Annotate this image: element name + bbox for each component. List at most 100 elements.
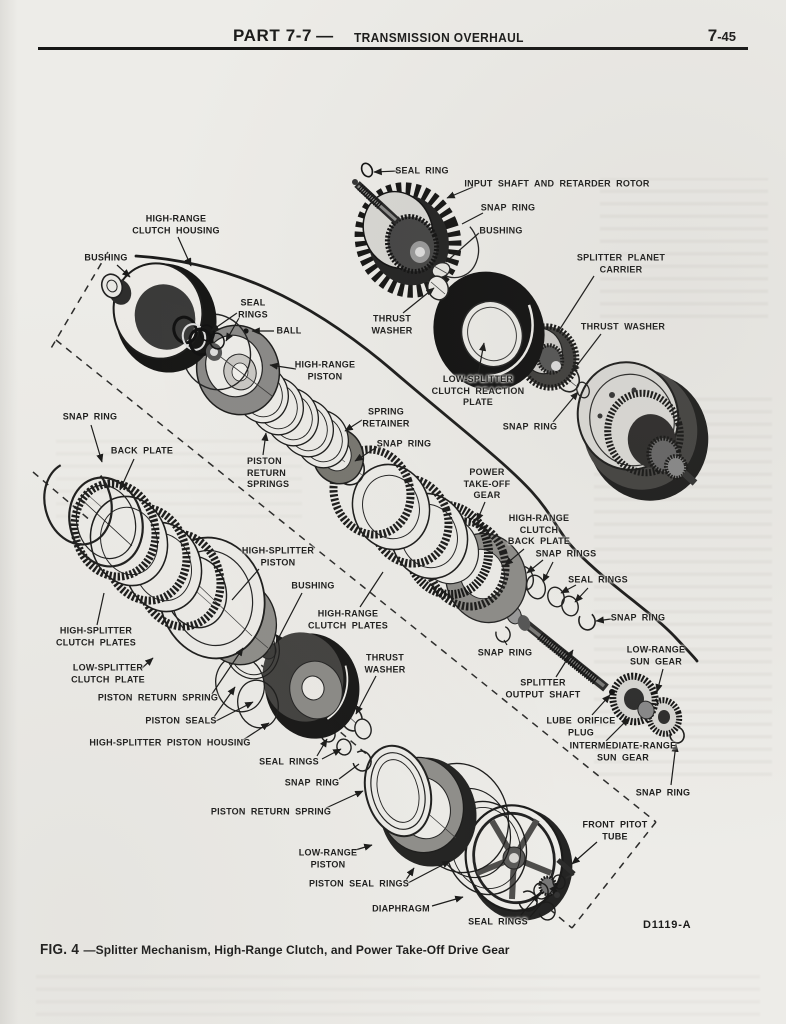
leader-line-seal-rings-4 <box>529 884 558 918</box>
leader-line-intermediate-range-sun-gear <box>605 717 630 742</box>
leader-line-seal-rings-3 <box>316 738 328 757</box>
leader-line-piston-return-springs <box>261 432 269 456</box>
leader-line-snap-rings-1 <box>542 561 554 583</box>
part-label-piston-return-springs: PISTON RETURN SPRINGS <box>247 455 290 489</box>
figure-number: FIG. 4 <box>40 941 80 958</box>
part-label-ball: BALL <box>276 325 302 336</box>
part-label-bushing-1: BUSHING <box>479 225 523 236</box>
part-label-seal-rings-1: SEAL RINGS <box>238 297 268 320</box>
planet-carrier-assembly <box>576 361 709 501</box>
leader-line-lube-orifice-plug <box>591 694 611 716</box>
bushing-left-art <box>100 273 132 305</box>
leader-line-seal-rings-4 <box>520 893 540 916</box>
part-label-low-splitter-clutch-reaction-plate: LOW-SPLITTER CLUTCH REACTION PLATE <box>431 373 525 407</box>
leader-line-splitter-output-shaft <box>555 649 574 678</box>
reaction-plate-drum-art <box>430 266 545 391</box>
part-label-high-range-clutch-housing: HIGH-RANGE CLUTCH HOUSING <box>132 213 220 236</box>
leader-line-high-splitter-clutch-plates <box>96 592 105 626</box>
splitter-output-shaft-art <box>489 590 685 744</box>
part-label-high-range-clutch-plates: HIGH-RANGE CLUTCH PLATES <box>307 608 389 631</box>
part-label-low-range-sun-gear: LOW-RANGE SUN GEAR <box>626 644 686 667</box>
part-label-high-splitter-piston-housing: HIGH-SPLITTER PISTON HOUSING <box>89 737 251 748</box>
part-label-high-range-clutch-back-plate: HIGH-RANGE CLUTCH BACK PLATE <box>507 512 571 546</box>
part-label-seal-ring-top: SEAL RING <box>395 165 449 176</box>
leader-line-piston-seals <box>213 701 254 723</box>
part-label-thrust-washer-1: THRUST WASHER <box>371 313 413 336</box>
part-label-seal-rings-2: SEAL RINGS <box>568 574 628 585</box>
leader-line-low-splitter-clutch-plate <box>140 657 154 670</box>
part-label-snap-ring-5: SNAP RING <box>610 612 666 623</box>
leader-line-high-range-clutch-back-plate <box>504 548 525 566</box>
part-label-thrust-washer-2: THRUST WASHER <box>580 321 666 332</box>
leader-line-snap-ring-6 <box>503 639 508 646</box>
leader-line-piston-return-spring-2 <box>325 790 364 809</box>
part-label-snap-ring-6: SNAP RING <box>477 647 533 658</box>
figure-caption: FIG. 4—Splitter Mechanism, High-Range Cl… <box>40 941 740 959</box>
leader-line-snap-ring-7 <box>670 743 679 786</box>
leader-line-piston-return-spring-1 <box>211 647 244 695</box>
leader-line-front-pitot-tube <box>571 841 598 865</box>
part-label-seal-rings-3: SEAL RINGS <box>259 756 319 767</box>
leader-line-snap-ring-5 <box>595 616 612 624</box>
leader-line-diaphragm <box>431 895 464 907</box>
leader-line-back-plate <box>119 458 135 491</box>
part-label-power-take-off-gear: POWER TAKE-OFF GEAR <box>463 466 511 500</box>
leader-line-snap-ring-4 <box>90 424 104 463</box>
back-plate-art <box>68 476 144 568</box>
leader-line-bushing-2 <box>116 264 131 278</box>
part-number: PART 7-7 — <box>233 26 334 45</box>
part-label-snap-ring-7: SNAP RING <box>635 787 691 798</box>
piston-return-spring-big-art <box>363 744 433 838</box>
part-label-snap-ring-2: SNAP RING <box>502 421 558 432</box>
leader-line-snap-rings-1 <box>526 559 544 574</box>
leader-line-snap-ring-8 <box>338 763 360 780</box>
leader-line-piston-seal-rings <box>405 867 415 881</box>
part-label-bushing-2: BUSHING <box>84 252 128 263</box>
leader-line-snap-ring-3 <box>354 446 378 462</box>
part-label-bushing-3: BUSHING <box>291 580 335 591</box>
part-label-diaphragm: DIAPHRAGM <box>372 903 430 914</box>
upper-small-rings <box>513 565 596 631</box>
clutch-plate-stack <box>329 445 528 624</box>
header-rule <box>38 47 748 50</box>
part-label-high-range-piston: HIGH-RANGE PISTON <box>294 359 356 382</box>
leader-line-snap-ring-1 <box>461 212 484 225</box>
part-label-snap-rings-1: SNAP RINGS <box>535 548 597 559</box>
part-label-seal-rings-4: SEAL RINGS <box>468 916 528 927</box>
part-label-piston-return-spring-1: PISTON RETURN SPRING <box>97 692 219 703</box>
part-label-high-splitter-piston: HIGH-SPLITTER PISTON <box>241 545 315 568</box>
part-label-piston-seals: PISTON SEALS <box>145 715 217 726</box>
leader-line-spring-retainer <box>344 419 363 432</box>
leader-line-low-range-piston <box>351 843 373 852</box>
part-label-spring-retainer: SPRING RETAINER <box>362 406 410 429</box>
part-label-lube-orifice-plug: LUBE ORIFICE PLUG <box>546 715 616 738</box>
leader-line-thrust-washer-2 <box>571 333 602 373</box>
leader-line-high-splitter-piston <box>231 568 260 601</box>
part-label-input-shaft-and-retarder-rotor: INPUT SHAFT AND RETARDER ROTOR <box>464 178 650 189</box>
leader-line-high-range-piston <box>269 362 297 370</box>
leader-line-bushing-3 <box>275 592 303 644</box>
leader-line-snap-ring-2 <box>552 391 579 423</box>
part-label-snap-ring-4: SNAP RING <box>62 411 118 422</box>
high-range-clutch-housing-art <box>112 262 225 373</box>
snap-ring-big-art <box>43 460 113 546</box>
part-label-piston-seal-rings: PISTON SEAL RINGS <box>309 878 409 889</box>
leader-line-input-shaft-and-retarder-rotor <box>446 186 474 199</box>
leader-line-low-range-sun-gear <box>655 668 664 693</box>
section-title: TRANSMISSION OVERHAUL <box>354 30 524 45</box>
leader-line-seal-rings-2 <box>574 587 589 603</box>
part-label-thrust-washer-3: THRUST WASHER <box>364 652 406 675</box>
part-label-low-splitter-clutch-plate: LOW-SPLITTER CLUTCH PLATE <box>71 662 145 685</box>
leader-line-seal-ring-top <box>373 168 399 176</box>
part-label-front-pitot-tube: FRONT PITOT TUBE <box>582 819 648 842</box>
leader-line-seal-rings-1 <box>210 312 238 332</box>
leader-line-high-range-clutch-plates <box>359 571 384 608</box>
figure-title: —Splitter Mechanism, High-Range Clutch, … <box>83 943 510 957</box>
leader-line-low-splitter-clutch-reaction-plate <box>477 342 487 376</box>
part-label-splitter-planet-carrier: SPLITTER PLANET CARRIER <box>576 252 666 275</box>
leader-line-thrust-washer-1 <box>402 287 435 314</box>
leader-line-power-take-off-gear <box>476 501 486 522</box>
part-label-high-splitter-clutch-plates: HIGH-SPLITTER CLUTCH PLATES <box>55 625 137 648</box>
